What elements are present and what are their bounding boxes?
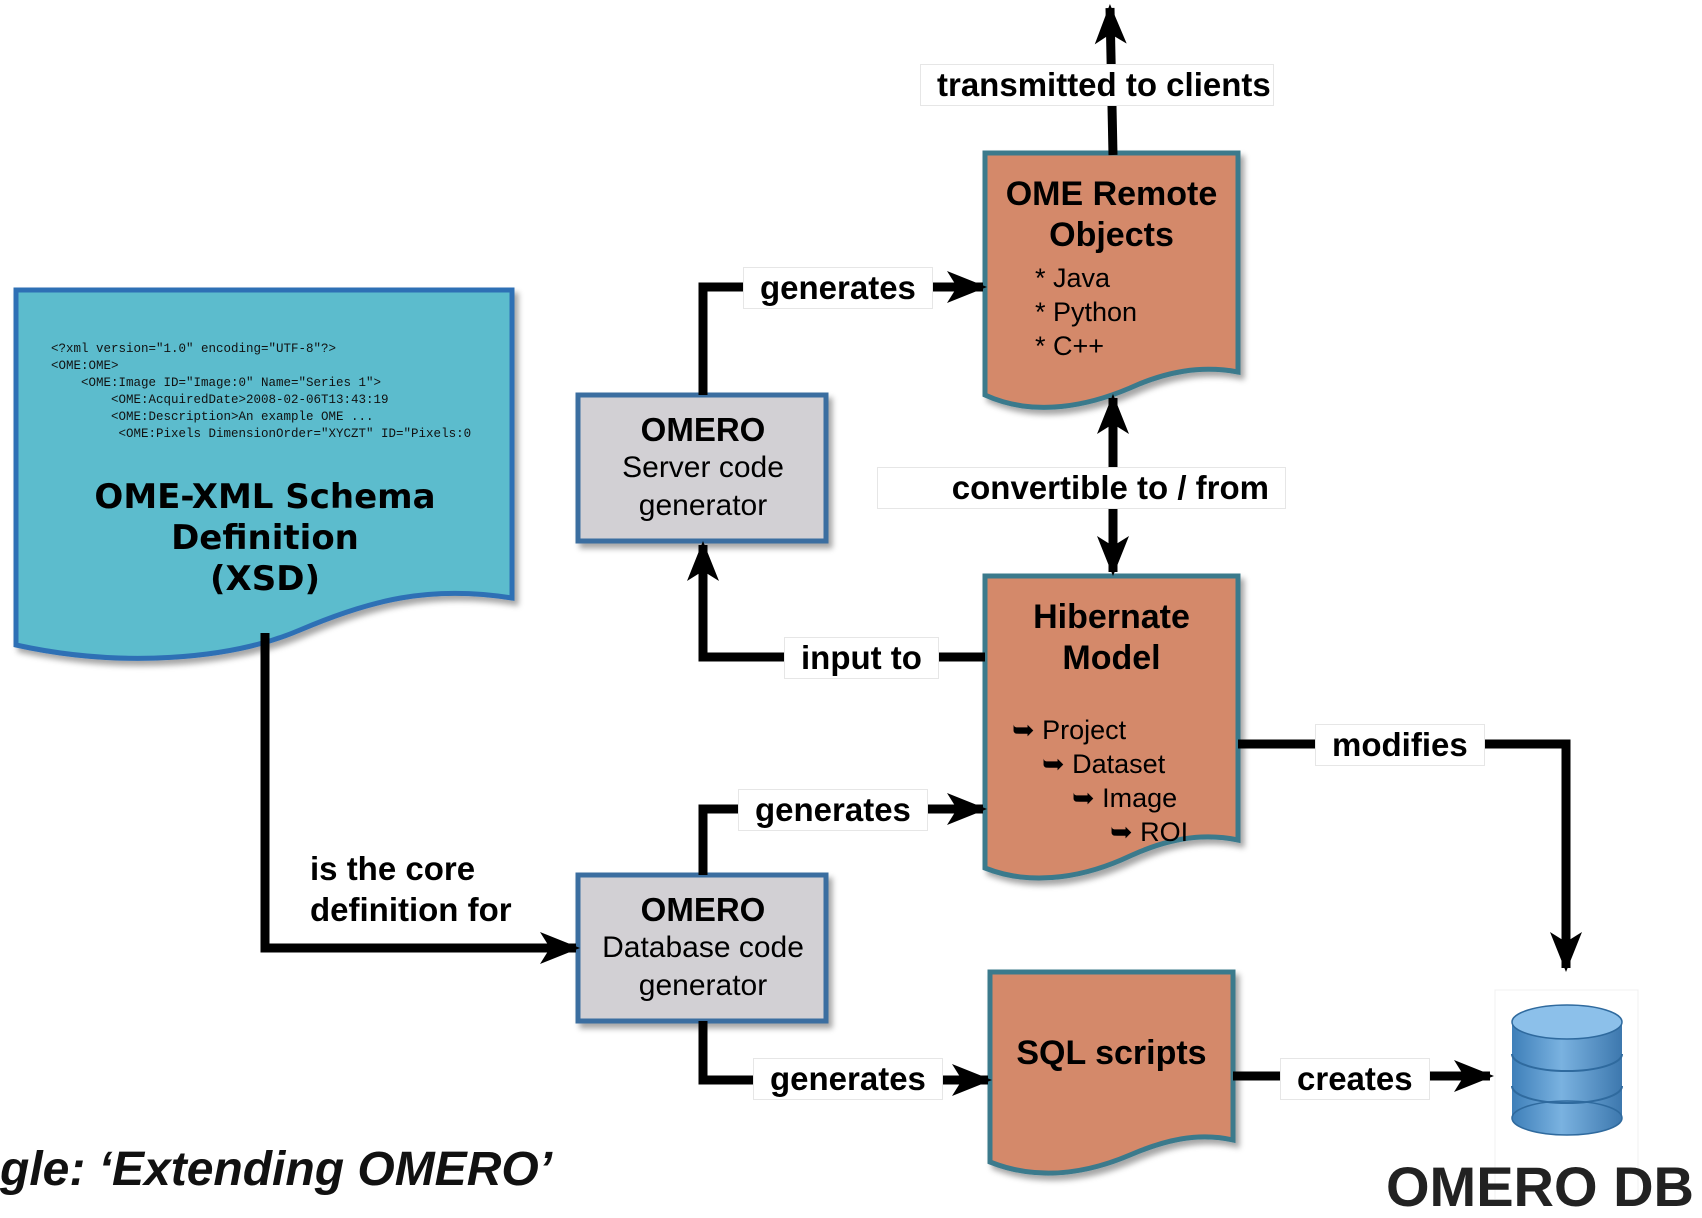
label-generates-remote: generates — [743, 267, 933, 309]
arrow-bullet-icon: ➥ — [1072, 783, 1095, 813]
remote-objects-shape — [982, 150, 1241, 410]
hibernate-title: Hibernate Model — [985, 597, 1238, 679]
xsd-code-line: <OME:Description>An example OME ... — [51, 410, 374, 424]
database-icon — [1494, 989, 1639, 1199]
db-generator-label: OMERO Database code generator — [578, 891, 828, 1005]
hibernate-shape — [982, 573, 1241, 881]
xsd-code-line: <OME:AcquiredDate>2008-02-06T13:43:19 — [51, 393, 389, 407]
label-input-to: input to — [784, 637, 939, 679]
sql-scripts-shape — [987, 969, 1236, 1176]
hibernate-title-line: Hibernate — [1033, 598, 1190, 636]
label-generates-hibernate: generates — [738, 789, 928, 831]
hibernate-item-label: Dataset — [1072, 749, 1166, 779]
omero-db-label: OMERO DB — [1386, 1155, 1694, 1218]
arrow-bullet-icon: ➥ — [1042, 749, 1065, 779]
arrow-bullet-icon: ➥ — [1110, 817, 1133, 847]
db-generator-line: Database code — [602, 931, 804, 964]
remote-objects-item: * C++ — [1035, 331, 1105, 361]
caption-text: gle: ‘Extending OMERO’ — [0, 1143, 553, 1196]
server-generator-title: OMERO — [640, 411, 766, 448]
label-modifies: modifies — [1315, 724, 1485, 766]
label-convertible: convertible to / from — [877, 467, 1286, 509]
hibernate-item: ➥ Dataset — [1042, 748, 1165, 780]
label-generates-sql: generates — [753, 1058, 943, 1100]
edge-core-def — [260, 633, 580, 964]
label-transmitted: transmitted to clients — [920, 64, 1274, 106]
sql-scripts-title: SQL scripts — [1016, 1034, 1207, 1072]
server-generator-line: generator — [638, 489, 768, 522]
server-generator-shape — [575, 392, 829, 544]
xsd-code-line: <OME:OME> — [51, 359, 119, 373]
server-generator-line: Server code — [622, 451, 784, 484]
hibernate-title-line: Model — [1062, 639, 1161, 677]
label-core-definition-line: definition for — [310, 891, 512, 928]
xsd-title-line: Definition — [171, 518, 359, 558]
db-generator-title: OMERO — [640, 891, 766, 928]
remote-objects-title: OME Remote Objects — [985, 174, 1238, 256]
xsd-title: OME-XML Schema Definition (XSD) — [60, 477, 470, 600]
hibernate-item-label: Image — [1102, 783, 1178, 813]
xsd-document-shape — [13, 287, 515, 661]
remote-objects-title-line: OME Remote — [1005, 175, 1218, 213]
hibernate-item: ➥ Image — [1072, 782, 1177, 814]
label-creates: creates — [1280, 1058, 1430, 1100]
db-generator-line: generator — [638, 969, 768, 1002]
remote-objects-item: * Python — [1035, 297, 1138, 327]
remote-objects-title-line: Objects — [1049, 216, 1174, 254]
xsd-code-line: <OME:Image ID="Image:0" Name="Series 1"> — [51, 376, 382, 390]
edge-modifies — [1238, 739, 1582, 972]
hibernate-item: ➥ Project — [1012, 714, 1126, 746]
server-generator-label: OMERO Server code generator — [578, 411, 828, 525]
label-core-definition: is the core definition for — [310, 848, 512, 930]
xsd-code-line: <?xml version="1.0" encoding="UTF-8"?> — [51, 342, 337, 356]
arrow-bullet-icon: ➥ — [1012, 715, 1035, 745]
xsd-title-line: (XSD) — [209, 559, 320, 599]
hibernate-item-label: Project — [1042, 715, 1127, 745]
remote-objects-item: * Java — [1035, 263, 1111, 293]
hibernate-item-label: ROI — [1140, 817, 1189, 847]
xsd-title-line: OME-XML Schema — [94, 477, 436, 517]
hibernate-item: ➥ ROI — [1110, 816, 1188, 848]
xsd-code-line: <OME:Pixels DimensionOrder="XYCZT" ID="P… — [51, 427, 472, 441]
label-core-definition-line: is the core — [310, 850, 476, 887]
